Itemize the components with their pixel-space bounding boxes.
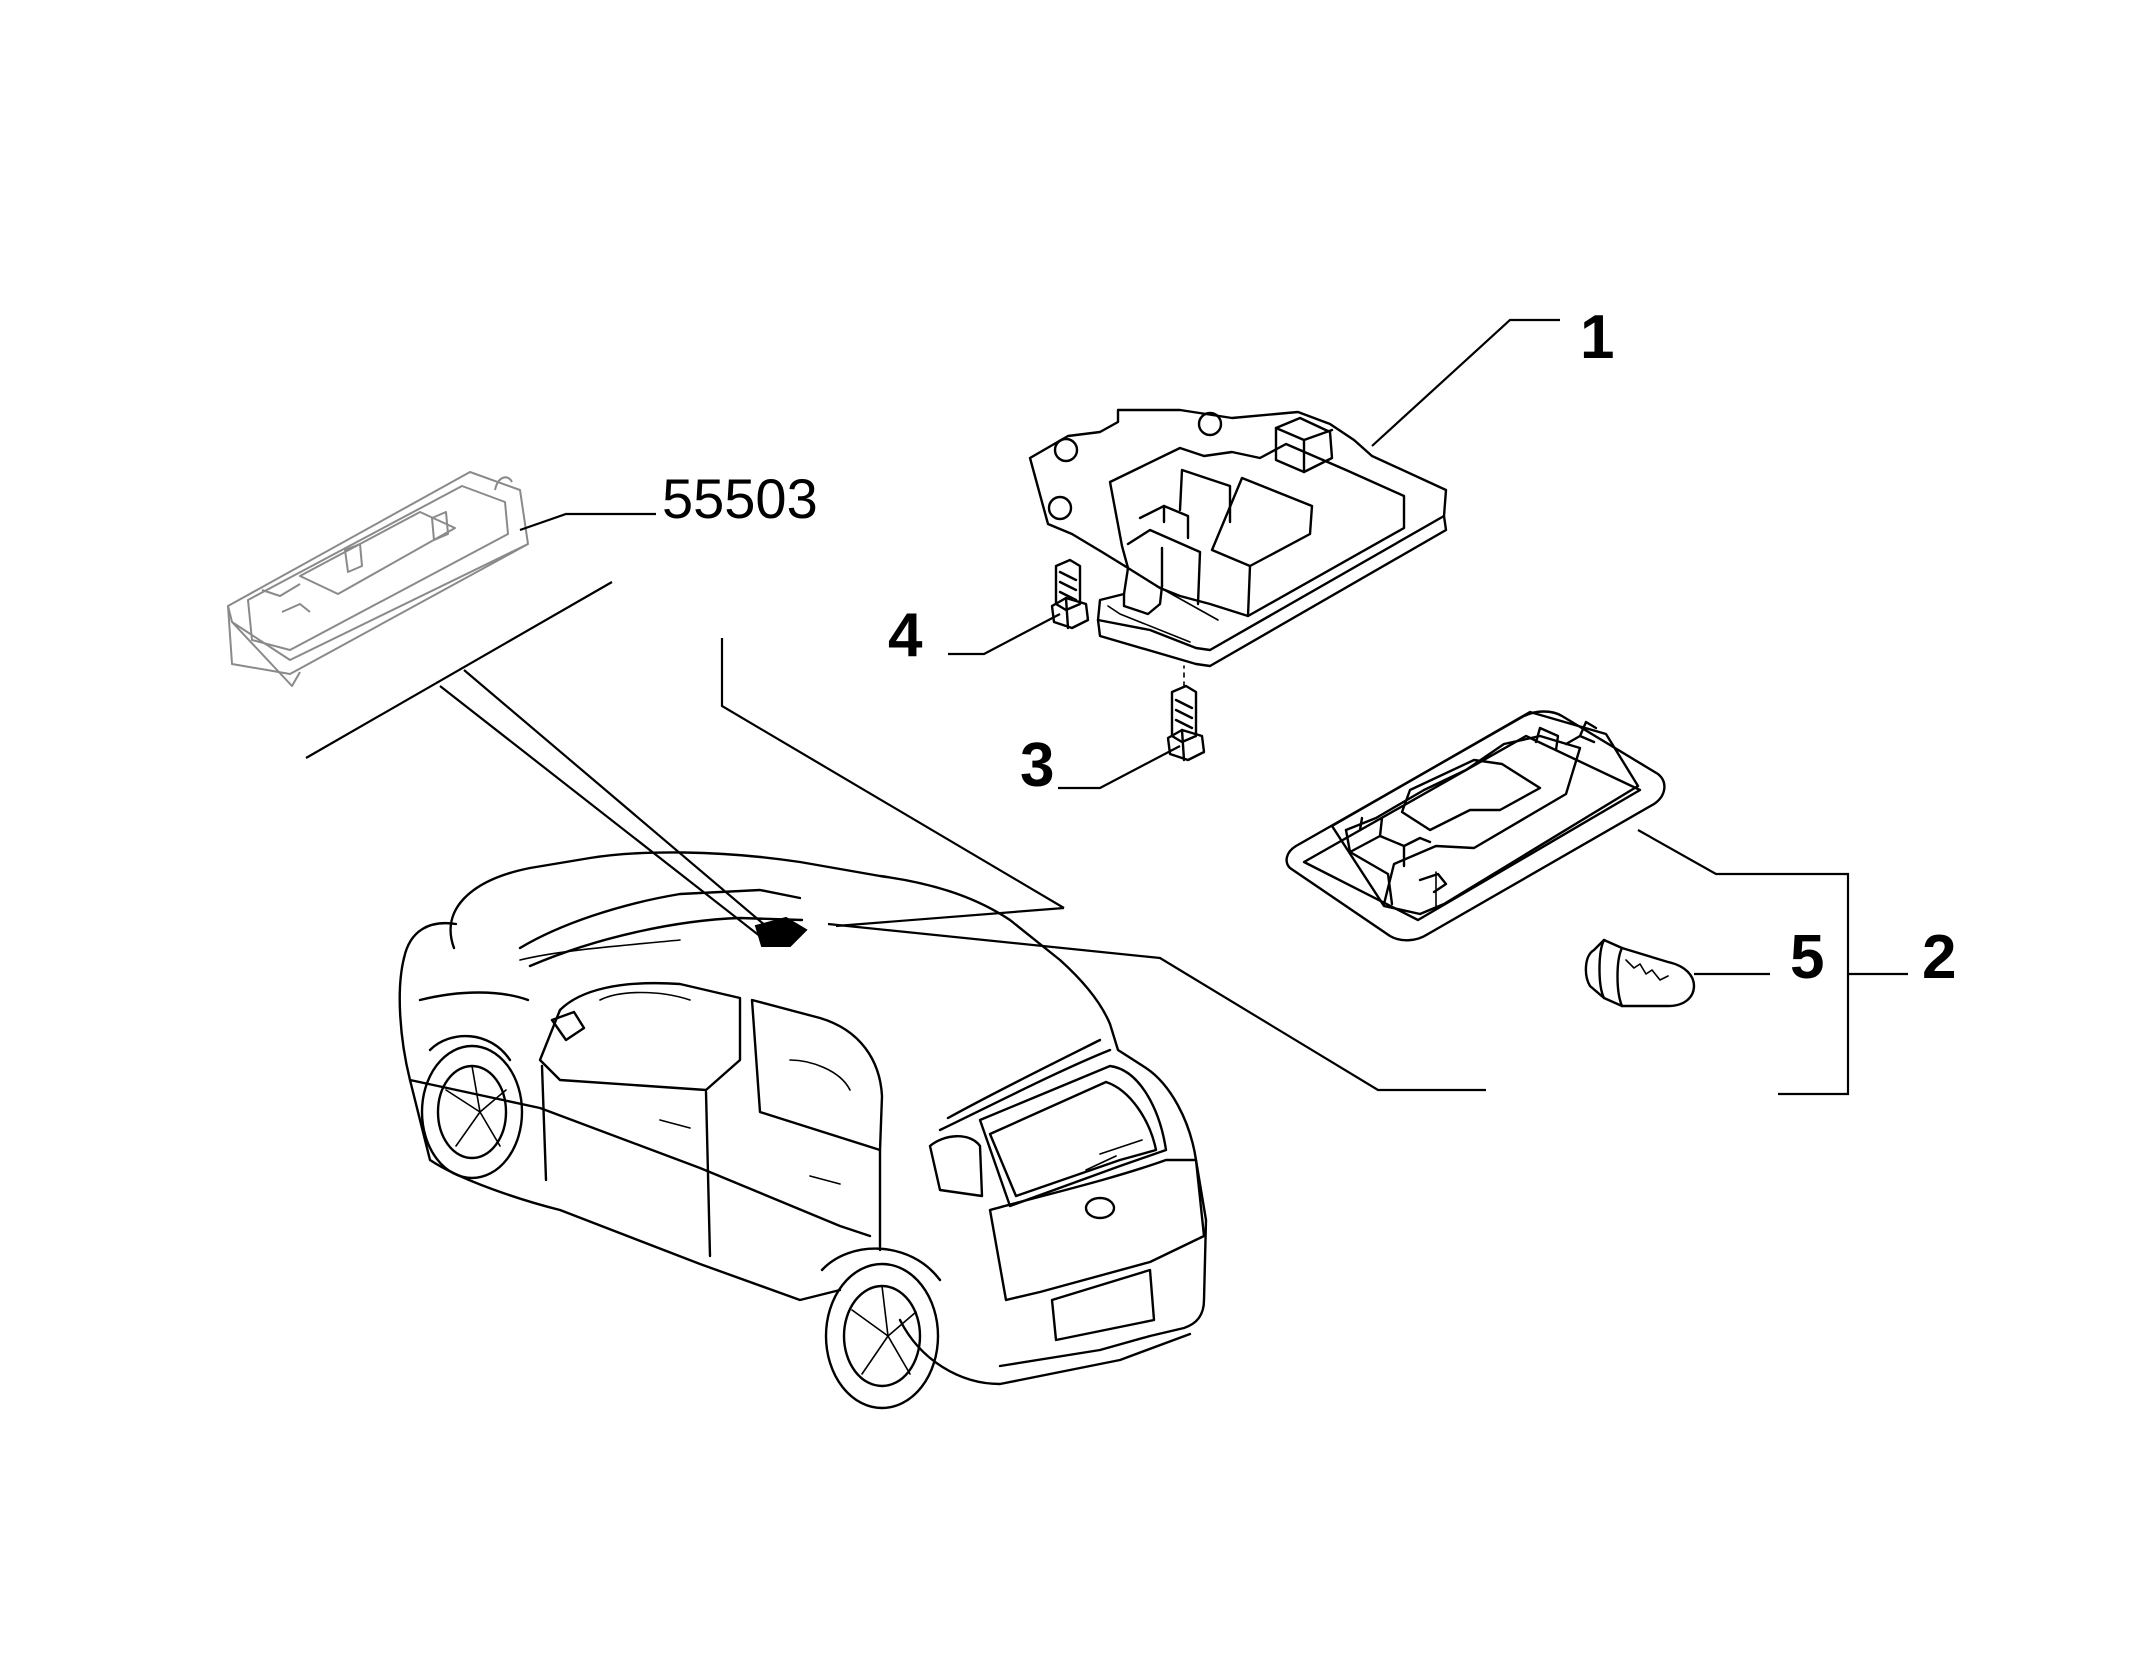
leader-4 [948,613,1061,656]
magnification-lines [305,581,1486,1092]
leader-3 [1058,745,1181,790]
leader-lines [519,318,1908,1096]
callout-5: 5 [1790,923,1824,992]
callout-3: 3 [1020,731,1054,800]
callout-ref-55503: 55503 [662,467,818,530]
bracket-part-1 [1028,408,1448,668]
car-illustration [398,851,1208,1410]
leader-2-bracket [1637,829,1908,1096]
callout-1: 1 [1580,303,1614,372]
leader-1 [1371,318,1560,447]
leader-55503 [519,512,656,532]
bulb-part-5 [1584,938,1696,1008]
lamp-housing-part-2 [1285,710,1666,942]
screw-part-4 [1050,558,1090,630]
callout-4: 4 [888,601,923,670]
screw-part-3 [1166,665,1206,762]
reference-lamp-55503 [227,471,529,687]
callout-2: 2 [1922,923,1956,992]
